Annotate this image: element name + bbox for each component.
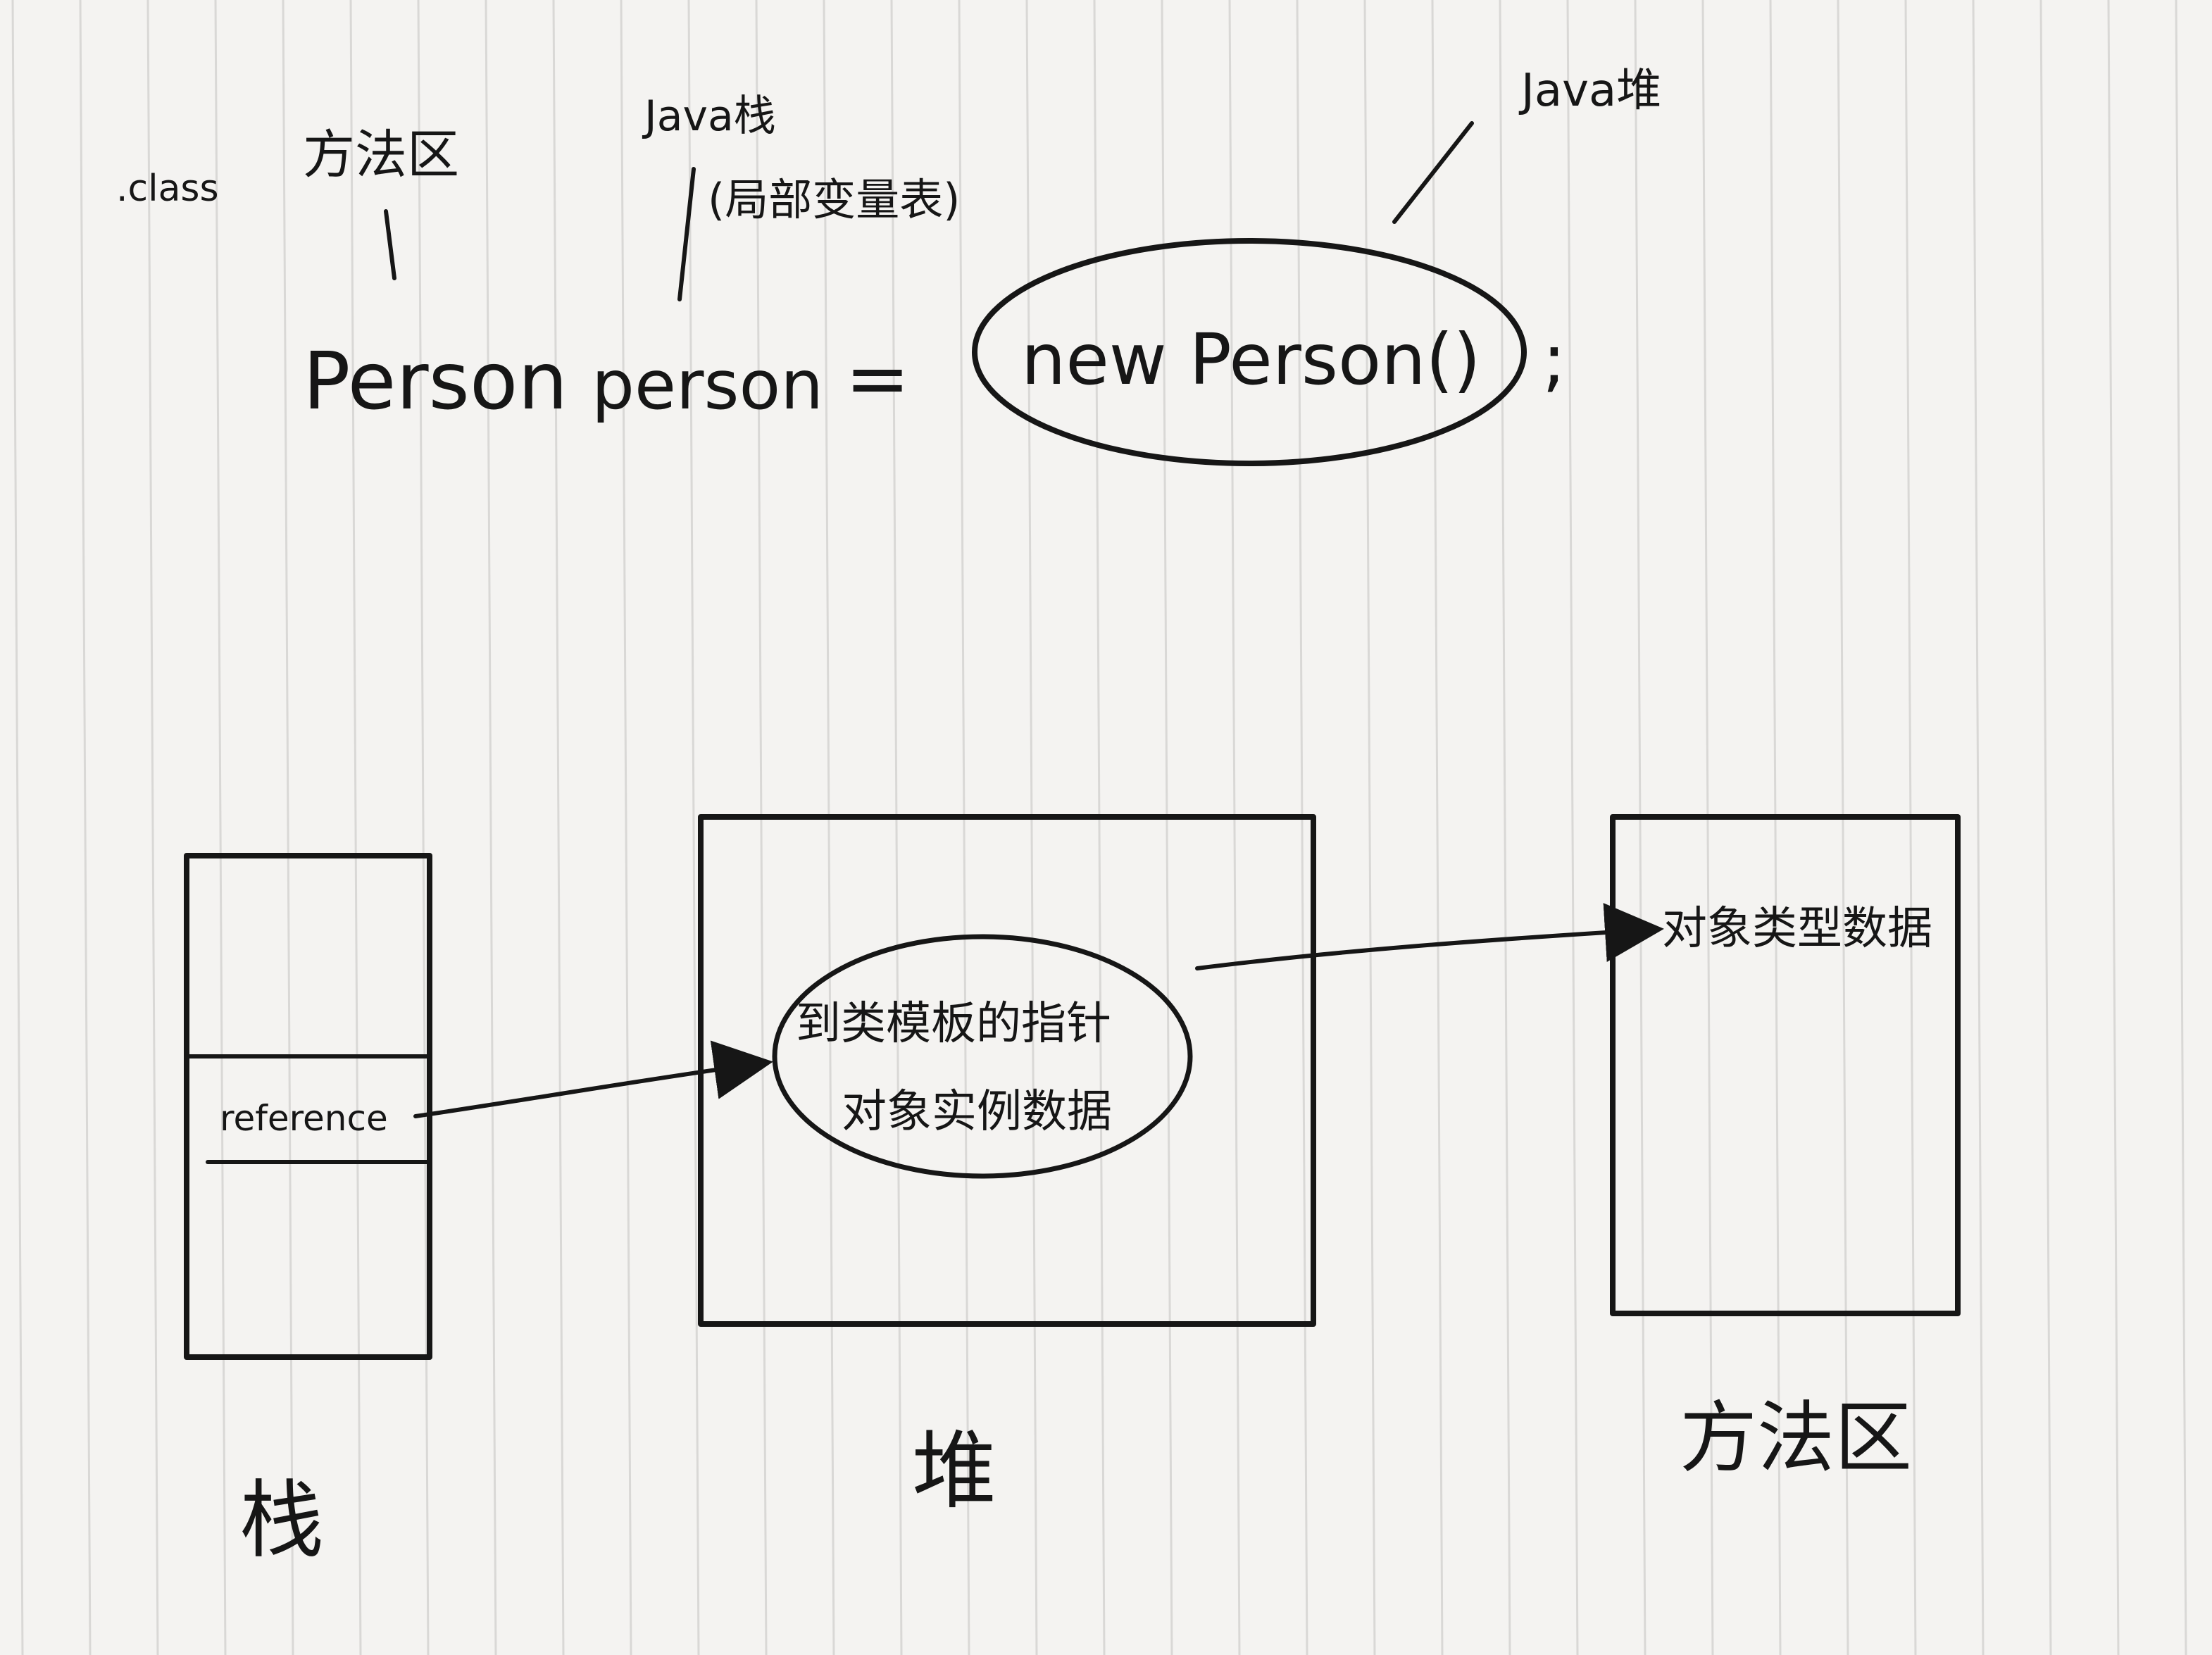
new-expression-ellipse xyxy=(972,238,1527,466)
ruled-line xyxy=(1161,0,1173,1655)
ruled-line xyxy=(1431,0,1444,1655)
pointer-line-heap xyxy=(1392,121,1474,224)
method-area-box xyxy=(1610,814,1961,1316)
ruled-line xyxy=(1769,0,1782,1655)
reference-label: reference xyxy=(220,1098,388,1139)
ruled-line xyxy=(417,0,430,1655)
stack-frame: reference 栈 xyxy=(184,853,432,1570)
method-area: 对象类型数据 方法区 xyxy=(1610,814,1961,1483)
class-label: .class xyxy=(116,168,219,210)
ruled-line xyxy=(552,0,565,1655)
ruled-line xyxy=(620,0,632,1655)
ruled-line xyxy=(1972,0,1985,1655)
heap-area: 到类模板的指针 对象实例数据 堆 xyxy=(698,814,1316,1520)
pointer-line-stack xyxy=(677,167,696,301)
ruled-line xyxy=(1837,0,1849,1655)
method-area-label-top: 方法区 xyxy=(303,125,459,185)
ruled-line xyxy=(755,0,768,1655)
object-instance-data-label: 对象实例数据 xyxy=(842,1086,1112,1138)
ruled-line xyxy=(1363,0,1376,1655)
ruled-line xyxy=(485,0,497,1655)
ruled-line xyxy=(1025,0,1038,1655)
stack-box xyxy=(184,853,432,1360)
ruled-line xyxy=(1701,0,1714,1655)
ruled-line xyxy=(1499,0,1511,1655)
notebook-ruled-lines xyxy=(11,0,2187,1655)
object-ellipse xyxy=(772,934,1193,1179)
stack-caption: 栈 xyxy=(239,1472,324,1570)
ruled-line xyxy=(2107,0,2120,1655)
java-stack-label: Java栈 xyxy=(642,92,776,141)
ruled-line xyxy=(1634,0,1646,1655)
ruled-line xyxy=(282,0,294,1655)
ruled-line xyxy=(1296,0,1308,1655)
heap-box xyxy=(698,814,1316,1327)
object-type-data-label: 对象类型数据 xyxy=(1662,903,1932,955)
ruled-line xyxy=(687,0,700,1655)
ruled-line xyxy=(1904,0,1917,1655)
ruled-line xyxy=(2175,0,2187,1655)
ruled-line xyxy=(1093,0,1106,1655)
type-token: Person xyxy=(303,336,568,427)
ruled-line xyxy=(79,0,92,1655)
pointer-line-method-area xyxy=(384,209,396,280)
variable-token: person xyxy=(592,346,823,425)
new-expression: new Person() xyxy=(1021,318,1481,401)
local-variable-table-label: (局部变量表) xyxy=(708,174,960,225)
ruled-line xyxy=(146,0,159,1655)
ruled-line xyxy=(349,0,362,1655)
method-area-caption: 方法区 xyxy=(1680,1393,1912,1483)
semicolon-token: ; xyxy=(1542,318,1566,401)
heap-caption: 堆 xyxy=(912,1423,996,1520)
ruled-line xyxy=(958,0,970,1655)
ruled-line xyxy=(890,0,903,1655)
ruled-line xyxy=(214,0,227,1655)
ruled-line xyxy=(2039,0,2052,1655)
pointer-to-type-data-arrow xyxy=(1195,903,1664,970)
assign-token: = xyxy=(845,333,910,423)
code-annotation: .class 方法区 Java栈 (局部变量表) Java堆 Person pe… xyxy=(116,65,1661,466)
ruled-line xyxy=(11,0,24,1655)
ruled-line xyxy=(1566,0,1579,1655)
ruled-line xyxy=(1228,0,1241,1655)
ruled-line xyxy=(823,0,835,1655)
class-template-pointer-label: 到类模板的指针 xyxy=(796,998,1111,1050)
reference-to-object-arrow xyxy=(413,1040,773,1118)
java-heap-label: Java堆 xyxy=(1518,65,1661,117)
